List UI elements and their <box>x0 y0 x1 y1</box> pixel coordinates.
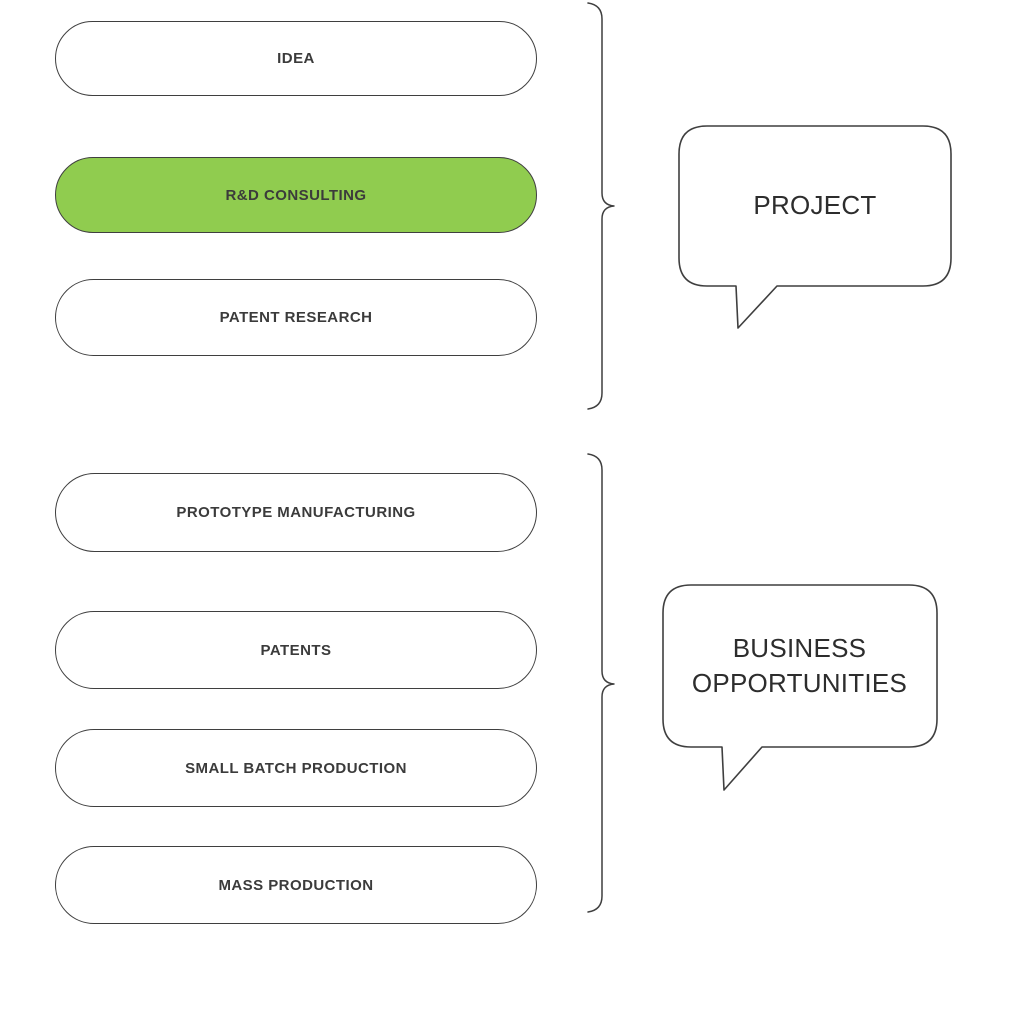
stage-pill-mass-production: MASS PRODUCTION <box>55 846 537 924</box>
stage-pill-small-batch-production: SMALL BATCH PRODUCTION <box>55 729 537 807</box>
stage-pill-rd-consulting: R&D CONSULTING <box>55 157 537 233</box>
group-brace-business-opportunities <box>587 453 615 913</box>
stage-pill-label: IDEA <box>277 50 315 67</box>
stage-pill-patents: PATENTS <box>55 611 537 689</box>
stage-pill-label: MASS PRODUCTION <box>218 876 374 894</box>
business-opportunities-speech-bubble <box>662 584 938 791</box>
project-speech-bubble <box>678 125 952 329</box>
project-bubble-label: PROJECT <box>753 190 877 221</box>
stage-pill-patent-research: PATENT RESEARCH <box>55 279 537 356</box>
business-opportunities-bubble-label: BUSINESS OPPORTUNITIES <box>691 632 908 698</box>
stage-pill-label: PATENT RESEARCH <box>219 309 373 326</box>
stage-pill-idea: IDEA <box>55 21 537 96</box>
stage-pill-prototype-manufacturing: PROTOTYPE MANUFACTURING <box>55 473 537 552</box>
stage-pill-label: SMALL BATCH PRODUCTION <box>185 759 407 777</box>
stage-pill-label: PATENTS <box>260 641 332 659</box>
stage-pill-label: R&D CONSULTING <box>225 186 367 204</box>
group-brace-project <box>587 2 615 410</box>
stage-pill-label: PROTOTYPE MANUFACTURING <box>176 504 416 521</box>
